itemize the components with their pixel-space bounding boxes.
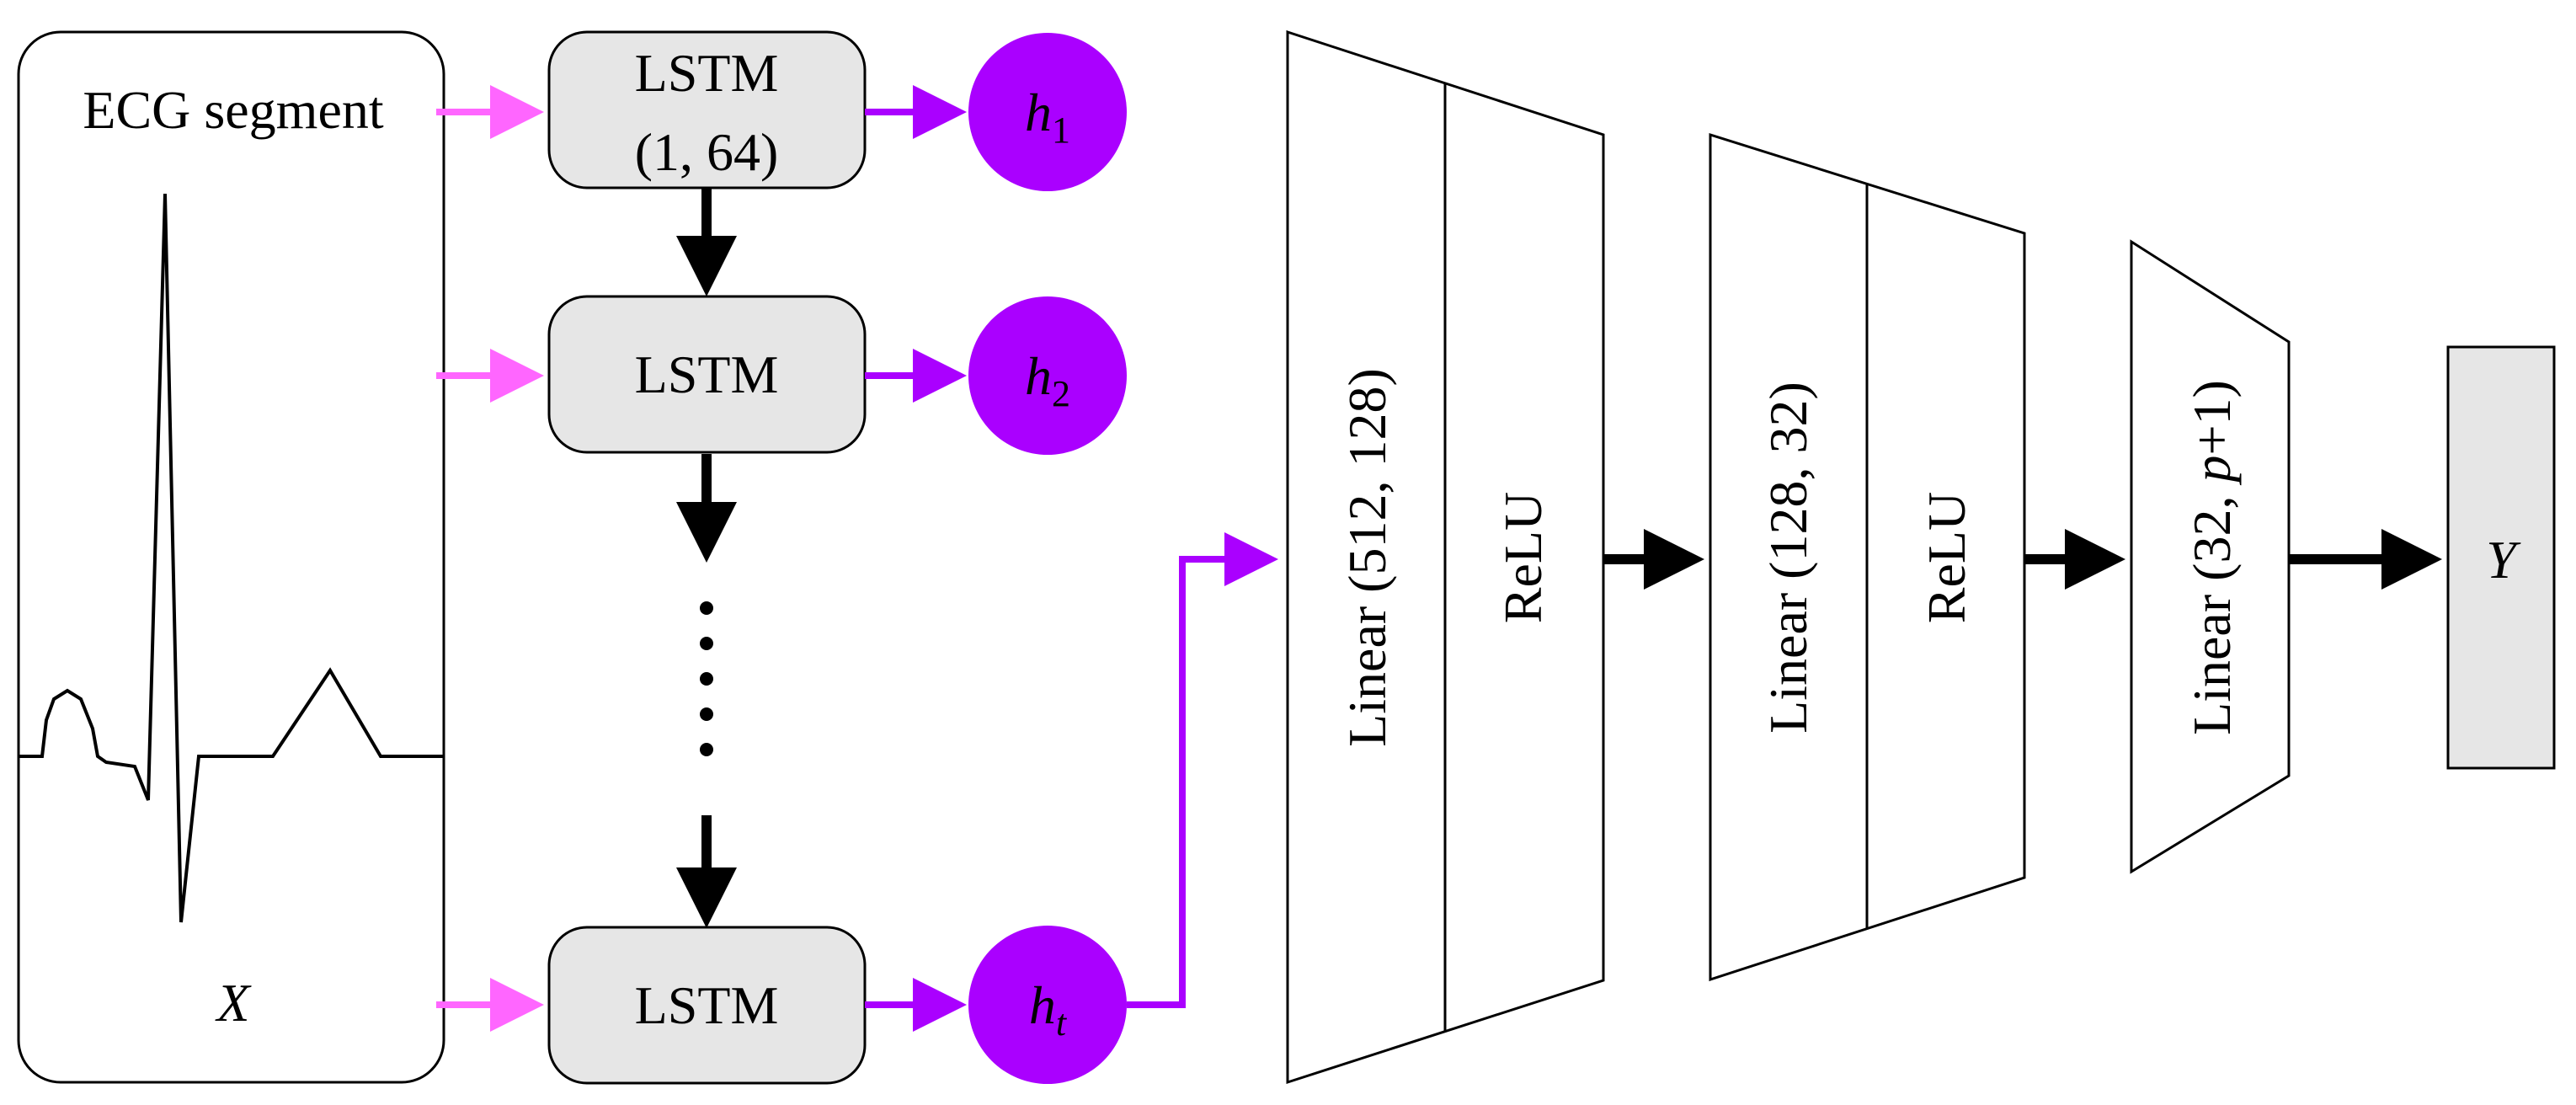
hidden-node-t (968, 926, 1127, 1084)
recurrent-arrows (676, 189, 737, 928)
hidden-to-fc-arrow (1127, 532, 1278, 1008)
input-variable-x: X (214, 973, 252, 1033)
fc-block-1-linear-label: Linear (512, 128) (1337, 368, 1397, 747)
ecg-input-panel: ECG segment X (17, 30, 445, 1084)
fc-block-2: Linear (128, 32) ReLU (1709, 132, 2026, 982)
ecg-segment-title: ECG segment (83, 80, 384, 140)
lstm-cell-1-params: (1, 64) (635, 122, 779, 182)
hidden-states: h1 h2 ht (865, 33, 1278, 1084)
hidden-state-t-label: ht (1029, 975, 1068, 1044)
output-box (2446, 345, 2556, 770)
ellipsis-dot (700, 707, 713, 721)
lstm-cell-1-label: LSTM (635, 43, 779, 103)
fc-block-2-activation-label: ReLU (1917, 492, 1976, 623)
hidden-state-1-label: h1 (1025, 83, 1070, 151)
hidden-node-1 (968, 33, 1127, 191)
fc-block-3-shape (2130, 239, 2291, 874)
lstm-cell-t-label: LSTM (635, 975, 779, 1035)
ellipsis-dot (700, 601, 713, 615)
lstm-cell-2: LSTM (547, 295, 867, 454)
lstm-cell-1: LSTM (1, 64) (547, 30, 867, 190)
ecg-panel-border (17, 30, 445, 1084)
input-arrows (436, 85, 544, 1032)
ellipsis-dot (700, 637, 713, 650)
fc-block-3: Linear (32, p+1) (2130, 239, 2291, 874)
output-node: Y (2446, 345, 2556, 770)
ellipsis-dot (700, 743, 713, 756)
fc-block-2-linear-label: Linear (128, 32) (1758, 382, 1818, 734)
ecg-waveform (19, 193, 444, 923)
hidden-state-2-label: h2 (1025, 346, 1070, 414)
fc-block-3-linear-label: Linear (32, p+1) (2182, 380, 2242, 735)
ellipsis-dot (700, 672, 713, 686)
hidden-node-2 (968, 296, 1127, 455)
output-variable-y: Y (2486, 530, 2521, 590)
fc-block-1-activation-label: ReLU (1493, 492, 1553, 623)
fc-block-1: Linear (512, 128) ReLU (1286, 29, 1605, 1085)
lstm-cell-2-label: LSTM (635, 344, 779, 404)
lstm-cell-t: LSTM (547, 926, 867, 1085)
